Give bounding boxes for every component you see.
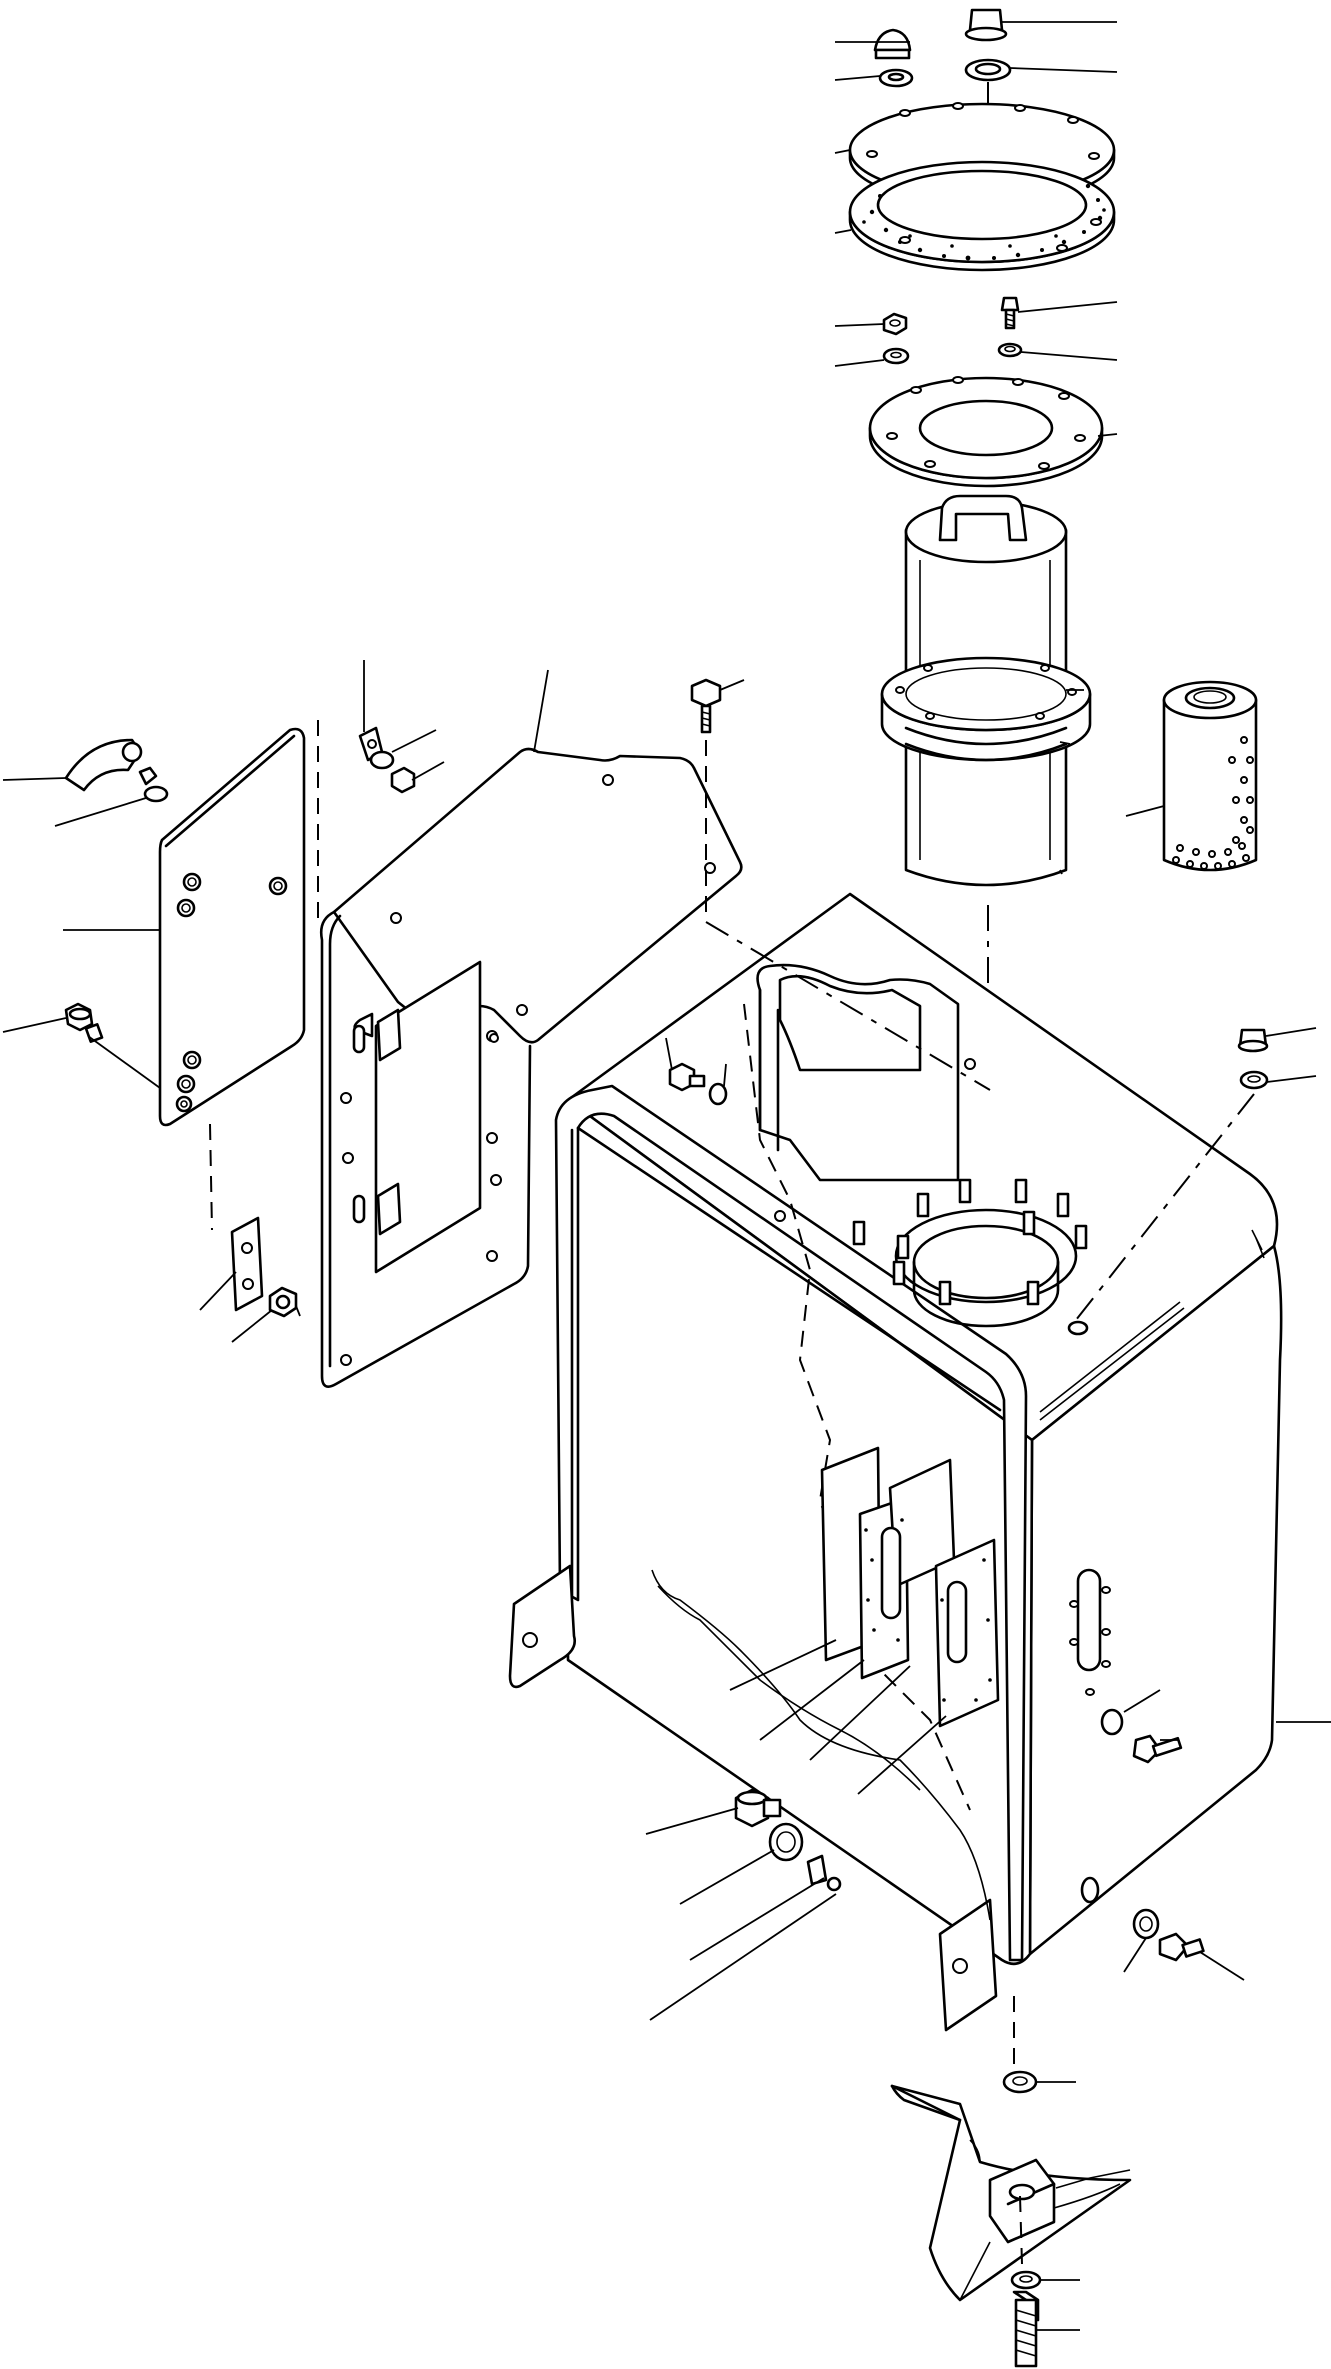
bottom-right-bolt — [1123, 1908, 1245, 1981]
cap-nut — [835, 28, 912, 60]
side-bolt-right — [1100, 1689, 1183, 1764]
bolt-washer-left — [2, 1002, 161, 1089]
plug — [964, 8, 1117, 42]
gasket — [834, 160, 1116, 272]
baffle-plates — [729, 1446, 1000, 1795]
seal-ring-top — [964, 58, 1118, 82]
small-washer-top-left — [834, 68, 914, 88]
mount-washer-top — [1002, 2070, 1076, 2094]
bolt-set-middle — [997, 296, 1118, 361]
drain-plug — [645, 1788, 842, 2021]
baffle-speckle — [864, 1518, 992, 1702]
right-top-plug — [1237, 1027, 1317, 1090]
flange-ring — [868, 376, 1118, 488]
filter-element — [1125, 680, 1258, 872]
hydraulic-tank — [508, 892, 1331, 2032]
frame-mount — [890, 2084, 1132, 2302]
upper-bracket-clip — [358, 660, 445, 794]
side-cover-plate — [63, 727, 306, 1127]
mount-bolt — [1012, 2290, 1080, 2368]
panel-bolt — [690, 678, 745, 734]
filter-perforations — [1172, 736, 1254, 870]
cover-latch-handle — [2, 738, 169, 827]
cover-mount-bracket — [199, 1216, 301, 1343]
opening-studs — [852, 1178, 1088, 1306]
middle-panel — [319, 747, 743, 1388]
mount-washer-bottom — [1010, 2270, 1080, 2290]
side-bolt-washer — [665, 1037, 728, 1106]
nut-set-middle — [834, 312, 910, 367]
strainer-body — [880, 494, 1092, 887]
cover-bolt-heads — [175, 872, 288, 1113]
